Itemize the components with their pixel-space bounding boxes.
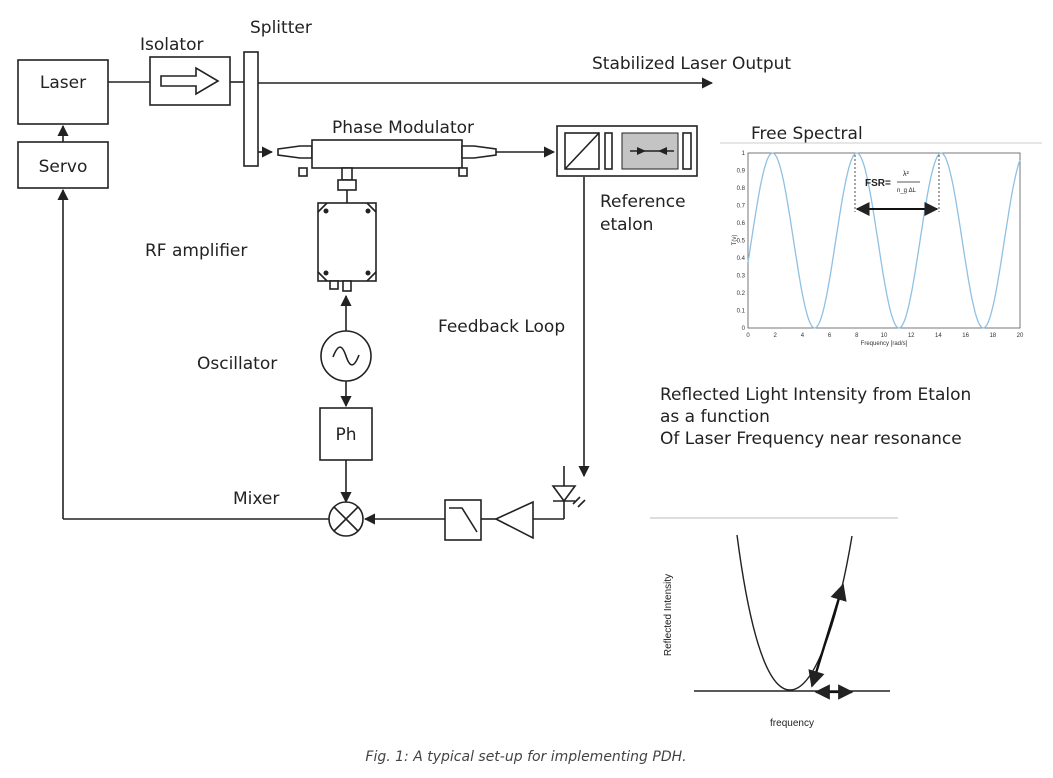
- mixer-label: Mixer: [233, 489, 279, 509]
- laser-label: Laser: [40, 73, 86, 93]
- modulator-pin-left: [298, 167, 308, 177]
- fsr-formula-numerator: λ²: [903, 171, 910, 178]
- fsr-x-tick-label: 20: [1017, 333, 1024, 339]
- fsr-y-tick-label: 0.2: [737, 291, 746, 297]
- fsr-y-tick-label: 0: [742, 326, 746, 332]
- fsr-y-tick-label: 0.6: [737, 221, 746, 227]
- fsr-x-axis-label: Frequency [rad/s]: [861, 341, 908, 347]
- fsr-y-ticks: 0 0.1 0.2 0.3 0.4 0.5 0.6 0.7 0.8 0.9 1: [737, 151, 746, 332]
- splitter-label: Splitter: [250, 18, 312, 38]
- mount-hole-icon: [323, 270, 329, 276]
- fiber-connector-left: [277, 145, 313, 159]
- fiber-connector-right: [461, 145, 497, 159]
- reference-label-line1: Reference: [600, 192, 686, 212]
- etalon-mirror: [682, 132, 692, 170]
- rf-amplifier-label: RF amplifier: [145, 241, 247, 261]
- reflected-caption-line1: Reflected Light Intensity from Etalon: [660, 385, 971, 405]
- fsr-transmission-curve: [747, 152, 1021, 329]
- phase-modulator-body: [311, 139, 463, 169]
- light-rays-icon: [572, 496, 586, 508]
- fsr-x-tick-label: 16: [962, 333, 969, 339]
- reflect-x-axis-label: frequency: [770, 718, 814, 729]
- photodiode-icon: [551, 485, 577, 503]
- reflect-y-axis-label: Reflected Intensity: [663, 574, 674, 656]
- feedback-loop-label: Feedback Loop: [438, 317, 565, 337]
- rf-amp-pin: [329, 280, 339, 290]
- cavity-beam-arrows-icon: [637, 147, 667, 155]
- isolator-label: Isolator: [140, 35, 203, 55]
- reference-label-line2: etalon: [600, 215, 653, 235]
- fsr-y-tick-label: 0.8: [737, 186, 746, 192]
- output-label: Stabilized Laser Output: [592, 54, 791, 74]
- servo-box: [17, 141, 109, 189]
- fsr-y-tick-label: 1: [742, 151, 746, 157]
- fsr-formula-label: FSR=: [865, 178, 891, 189]
- reflect-plot: frequency Reflected Intensity: [663, 534, 890, 729]
- quarter-wave-plate: [604, 132, 613, 170]
- slope-double-arrow: [808, 583, 847, 688]
- servo-label: Servo: [39, 157, 88, 177]
- splitter-plate: [243, 51, 259, 167]
- fsr-x-tick-label: 18: [989, 333, 996, 339]
- mount-hole-icon: [365, 208, 371, 214]
- phase-shifter-label: Ph: [335, 425, 356, 445]
- phase-shifter-box: [319, 407, 373, 461]
- figure-caption: Fig. 1: A typical set-up for implementin…: [365, 749, 686, 765]
- fsr-formula-denominator: n_g ΔL: [897, 188, 917, 194]
- rf-port-connector: [337, 179, 357, 191]
- reflected-caption-line2: as a function: [660, 407, 770, 427]
- fsr-x-tick-label: 14: [935, 333, 942, 339]
- mount-hole-icon: [365, 270, 371, 276]
- fsr-y-tick-label: 0.3: [737, 274, 746, 280]
- laser-box: [17, 59, 109, 125]
- fsr-y-tick-label: 0.4: [737, 256, 746, 262]
- fsr-x-tick-label: 0: [746, 333, 750, 339]
- signal-amplifier-triangle: [494, 500, 534, 540]
- fsr-x-ticks: 0 2 4 6 8 10 12 14 16 18 20: [746, 333, 1024, 339]
- oscillator-label: Oscillator: [197, 354, 277, 374]
- low-pass-filter-box: [444, 499, 482, 541]
- isolator-arrow-icon: [160, 66, 220, 96]
- low-pass-filter-icon: [449, 507, 478, 533]
- fsr-x-tick-label: 4: [801, 333, 805, 339]
- fsr-y-tick-label: 0.7: [737, 204, 746, 210]
- reflected-caption-line3: Of Laser Frequency near resonance: [660, 429, 962, 449]
- rf-amp-output-pin: [342, 280, 352, 292]
- rf-amplifier-mount-corners: [317, 202, 377, 282]
- modulator-pin-right: [458, 167, 468, 177]
- mount-hole-icon: [323, 208, 329, 214]
- fsr-y-tick-label: 0.5: [737, 239, 746, 245]
- fsr-y-tick-label: 0.9: [737, 169, 746, 175]
- fsr-x-tick-label: 2: [774, 333, 778, 339]
- fsr-x-tick-label: 12: [908, 333, 915, 339]
- fsr-y-axis-label: T(ν): [732, 235, 738, 246]
- mixer-cross-icon: [333, 506, 359, 532]
- rf-amplifier-body: [317, 202, 377, 282]
- fsr-x-tick-label: 8: [855, 333, 859, 339]
- free-spectral-label: Free Spectral: [751, 124, 863, 144]
- fsr-x-tick-label: 10: [881, 333, 888, 339]
- beam-splitter-diagonal: [564, 132, 600, 170]
- phase-modulator-label: Phase Modulator: [332, 118, 474, 138]
- fsr-y-tick-label: 0.1: [737, 309, 746, 315]
- rf-port-stem: [341, 167, 353, 181]
- sine-wave-icon: [332, 346, 360, 366]
- fsr-plot: 0 0.1 0.2 0.3 0.4 0.5 0.6 0.7 0.8 0.9 1 0 2 4 6 8 10 12 1…: [732, 151, 1024, 347]
- fsr-x-tick-label: 6: [828, 333, 832, 339]
